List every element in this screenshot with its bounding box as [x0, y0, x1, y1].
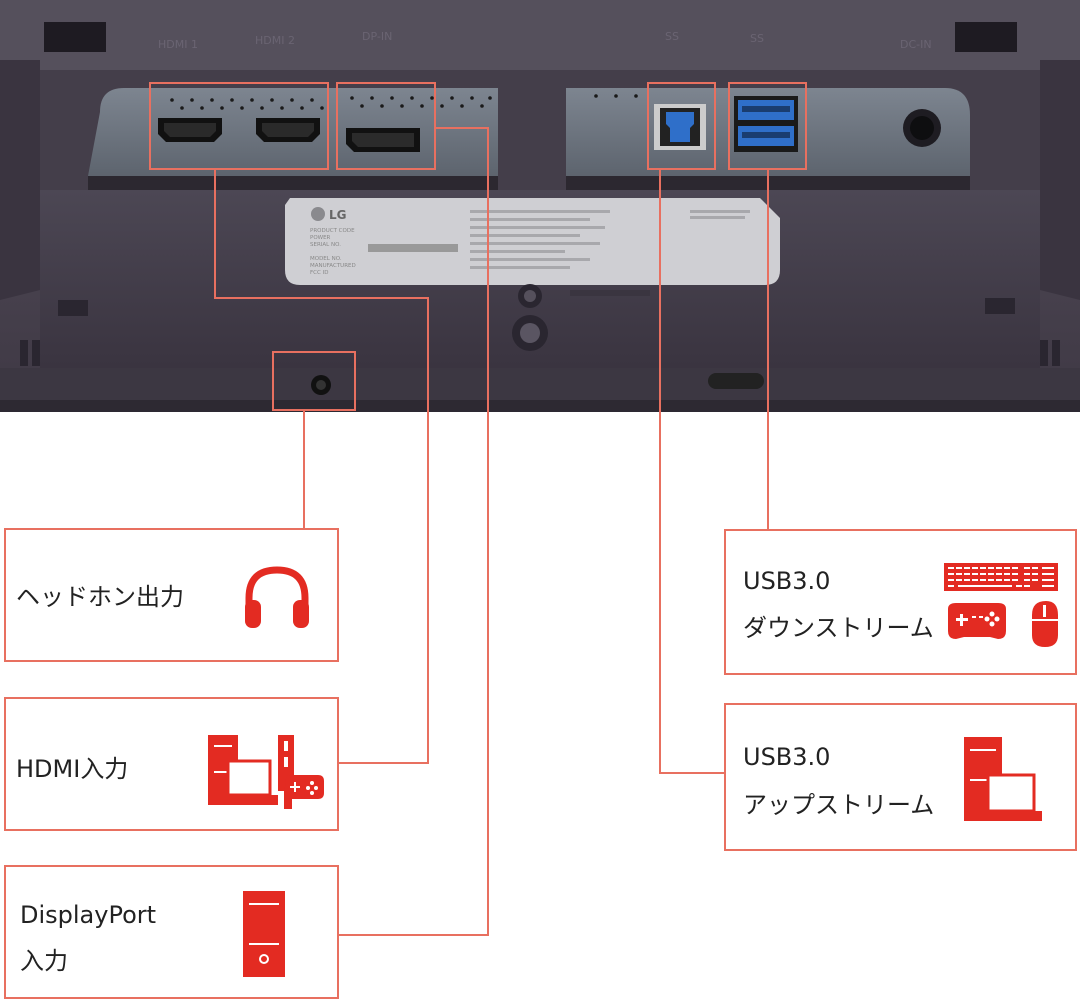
usb-upstream-label-line1: USB3.0: [743, 743, 831, 771]
hdmi-label: HDMI入力: [16, 755, 129, 783]
headphone-label: ヘッドホン出力: [16, 583, 184, 611]
keyboard-gamepad-mouse-icon: [944, 563, 1058, 647]
engraved-label-dcin: DC-IN: [900, 38, 932, 51]
usb-downstream-label-line1: USB3.0: [743, 567, 831, 595]
engraved-label-usb-down: SS: [750, 32, 764, 45]
pc-laptop-icon: [964, 737, 1042, 821]
card-headphone: ヘッドホン出力: [4, 528, 339, 662]
dc-in-port: [903, 109, 941, 147]
monitor-back-photo: HDMI 1 HDMI 2 DP-IN SS SS DC-IN: [0, 0, 1080, 412]
svg-text:POWER: POWER: [310, 235, 331, 241]
displayport-label-line2: 入力: [20, 947, 68, 975]
svg-text:MANUFACTURED: MANUFACTURED: [310, 263, 356, 269]
hdmi-port-2: [256, 118, 320, 142]
card-hdmi: HDMI入力: [4, 697, 339, 831]
headphone-jack: [311, 375, 331, 395]
product-label-sticker: LG PRODUCT CODE POWER SERIAL NO. MODEL N…: [285, 198, 780, 285]
sticker-brand: LG: [329, 208, 347, 222]
displayport-port: [346, 128, 420, 152]
engraved-label-dp: DP-IN: [362, 30, 392, 43]
card-displayport: DisplayPort 入力: [4, 865, 339, 999]
usb-downstream-label-line2: ダウンストリーム: [743, 614, 934, 642]
hdmi-port-1: [158, 118, 222, 142]
svg-text:FCC ID: FCC ID: [310, 270, 328, 276]
usb-downstream-ports: [734, 96, 798, 152]
card-usb-upstream: USB3.0 アップストリーム: [724, 703, 1077, 851]
engraved-label-usb-up: SS: [665, 30, 679, 43]
vent-right: [955, 22, 1017, 52]
engraved-label-hdmi2: HDMI 2: [255, 34, 295, 47]
headphones-icon: [245, 566, 309, 628]
engraved-label-hdmi1: HDMI 1: [158, 38, 198, 51]
usb-upstream-label-line2: アップストリーム: [743, 791, 935, 819]
usb-upstream-port: [654, 104, 706, 150]
svg-text:SERIAL NO.: SERIAL NO.: [310, 242, 341, 248]
svg-text:MODEL NO.: MODEL NO.: [310, 256, 342, 262]
pc-tower-icon: [243, 891, 285, 977]
pc-laptop-console-icon: [208, 735, 324, 809]
card-usb-downstream: USB3.0 ダウンストリーム: [724, 529, 1077, 675]
svg-text:PRODUCT CODE: PRODUCT CODE: [310, 228, 355, 234]
vent-left: [44, 22, 106, 52]
joystick-button: [708, 373, 764, 389]
displayport-label-line1: DisplayPort: [20, 901, 157, 929]
